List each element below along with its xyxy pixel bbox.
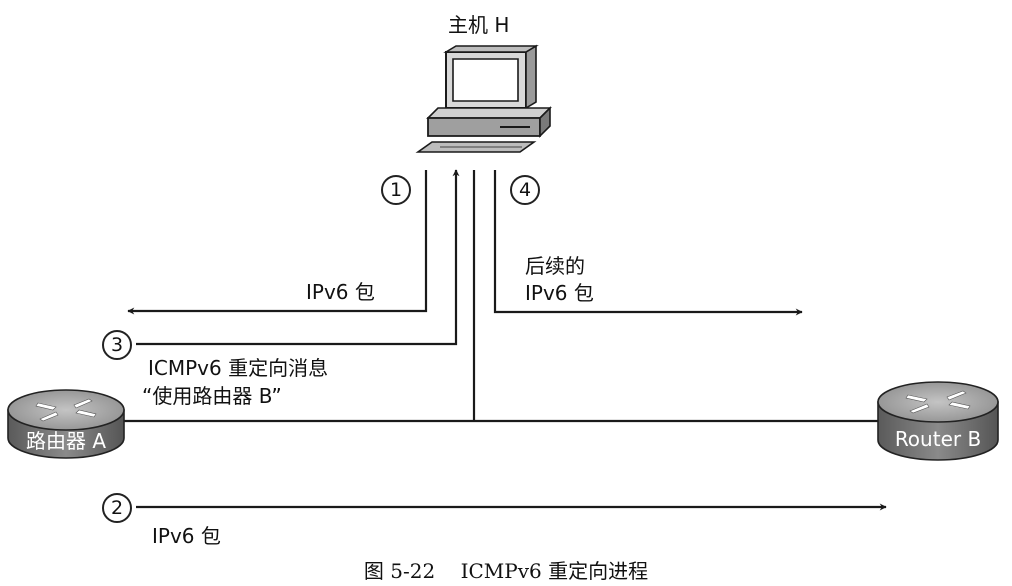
step-2-marker: 2 [102,493,132,523]
host-label: 主机 H [448,13,510,37]
packet-to-router-a-label: IPv6 包 [306,280,375,304]
flow-arrow-step1 [127,170,428,315]
router-b-label: Router B [894,427,982,451]
flow-arrow-step3 [136,169,460,346]
desktop-computer-icon [415,44,552,153]
step-4-marker: 4 [510,175,540,205]
packet-forwarded-label: IPv6 包 [152,524,221,548]
step-3-marker: 3 [102,330,132,360]
redirect-message-label-line1: ICMPv6 重定向消息 [148,356,329,380]
step-1-marker: 1 [381,175,411,205]
router-a-icon [7,389,125,459]
router-a-label: 路由器 A [25,429,107,453]
router-b-icon [877,381,999,461]
flow-arrow-step4 [493,170,803,316]
subsequent-packets-label-line1: 后续的 [525,254,585,278]
figure-caption: 图 5-22 ICMPv6 重定向进程 [363,559,649,583]
subsequent-packets-label-line2: IPv6 包 [525,281,594,305]
redirect-message-label-line2: “使用路由器 B” [142,384,282,408]
